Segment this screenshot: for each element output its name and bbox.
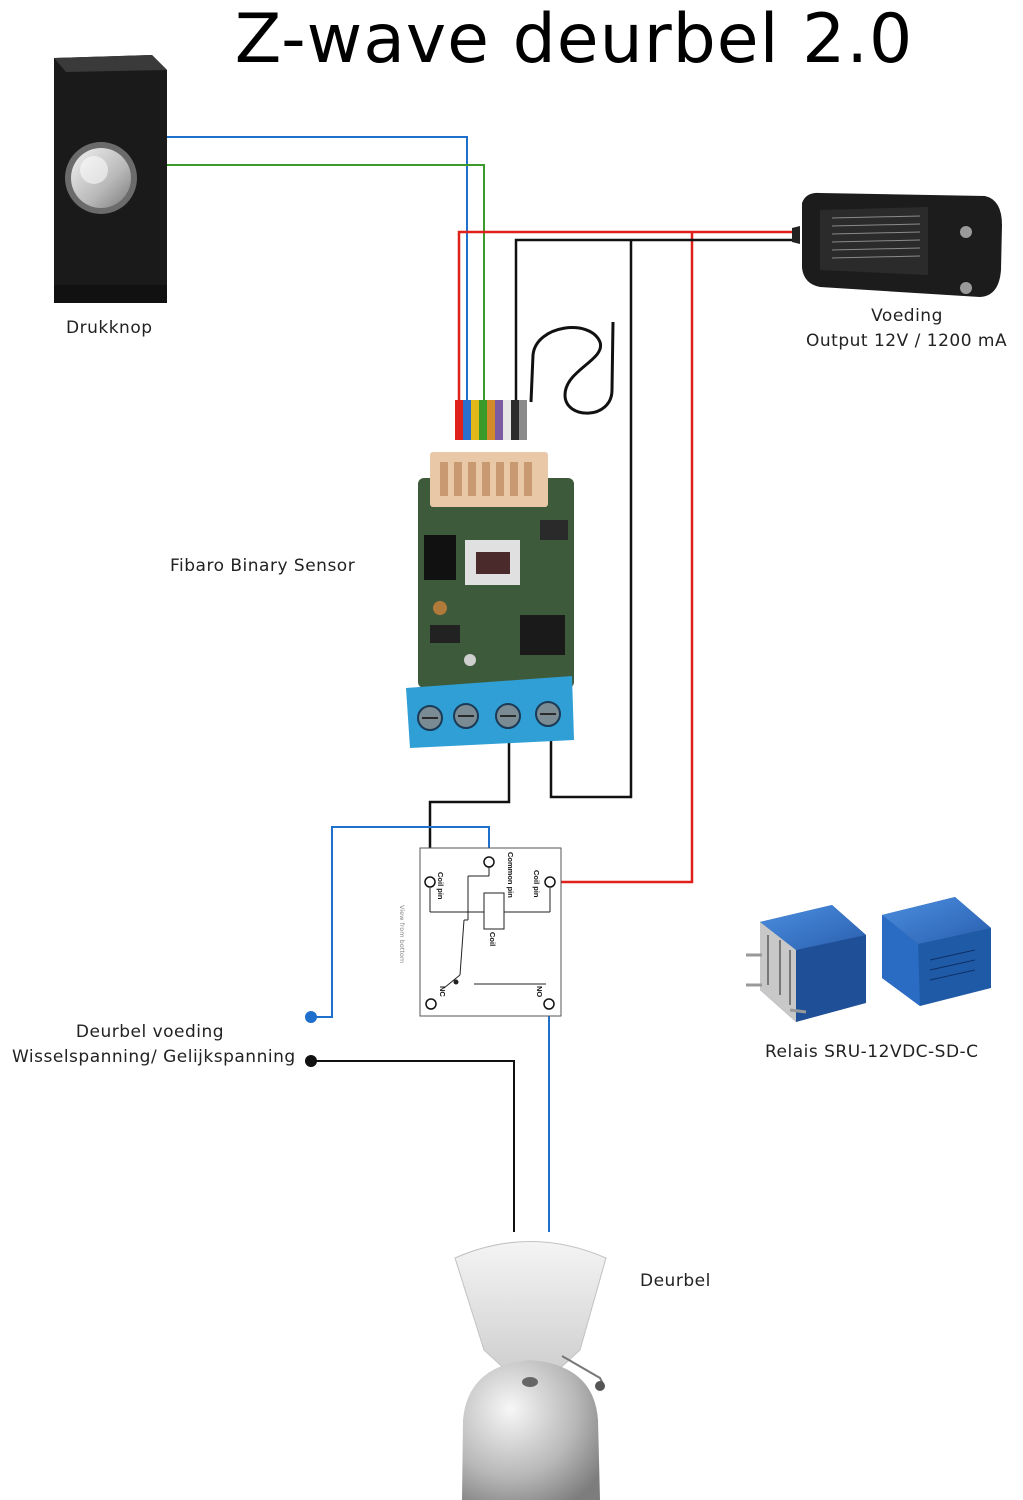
relay-pin-nc [425,998,437,1010]
relay-pin-common [483,856,495,868]
relay-photo-1 [746,905,866,1022]
deurbel-voeding-sub-label: Wisselspanning/ Gelijkspanning [12,1047,296,1067]
wire-green-button [166,164,485,400]
sensor-label: Fibaro Binary Sensor [170,556,356,576]
relay-schematic: Common pin Coil pin Coil pin Coil NC NO … [398,847,562,1017]
relay-pin-coil-left [424,876,436,888]
wires [166,136,792,1232]
common-pin-label: Common pin [506,852,515,898]
antenna-wire [529,321,615,415]
relais-label: Relais SRU-12VDC-SD-C [765,1042,979,1062]
terminal-dot-black [305,1055,317,1067]
terminal-block [406,676,574,748]
wire-black-supply [514,238,792,400]
coil-label: Coil [488,932,497,946]
wire-blue-button [166,136,468,400]
view-note-label: View from bottom [398,905,406,963]
relay-photo-2 [882,897,991,1006]
drukknop-label: Drukknop [66,318,153,338]
wire-black-return [549,240,633,799]
fibaro-sensor-device [406,452,574,748]
nc-label: NC [438,986,447,997]
coil-pin-left-label: Coil pin [436,872,445,900]
page-title: Z-wave deurbel 2.0 [234,0,914,79]
wire-black-coil [428,728,511,880]
voeding-output-label: Output 12V / 1200 mA [806,331,1008,351]
no-label: NO [535,986,544,997]
relay-pin-coil-right [544,876,556,888]
doorbell-device [454,1241,607,1500]
terminal-dot-blue [305,1011,317,1023]
voeding-label: Voeding [871,306,943,326]
power-adapter-device [792,192,1002,297]
ribbon-connector [455,400,527,440]
wire-red-relay [556,232,694,884]
coil-pin-right-label: Coil pin [532,870,541,898]
push-button-device [54,55,167,303]
wire-black-bell [312,1060,515,1232]
deurbel-voeding-label: Deurbel voeding [75,1022,225,1042]
deurbel-label: Deurbel [640,1271,711,1291]
bell-icon [462,1360,600,1500]
relay-pin-labels: Common pin Coil pin Coil pin Coil NC NO … [398,852,544,997]
wire-blue-common [312,826,490,1018]
plug-pin-icon [960,226,972,238]
wire-red-supply [457,230,792,400]
relay-pin-no [543,998,555,1010]
